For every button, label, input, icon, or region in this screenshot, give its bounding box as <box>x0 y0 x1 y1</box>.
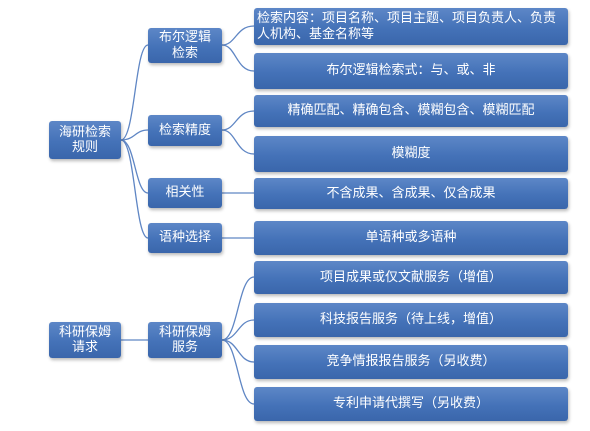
branch-node-search-precision[interactable]: 检索精度 <box>148 115 222 146</box>
branch-node-relevance[interactable]: 相关性 <box>148 178 222 208</box>
connector <box>221 339 255 405</box>
branch-node-research-nanny-service[interactable]: 科研保姆 服务 <box>148 322 222 358</box>
connector <box>221 339 255 363</box>
connector <box>120 44 149 141</box>
leaf-node-fuzziness[interactable]: 模糊度 <box>254 136 568 172</box>
branch-node-language-selection[interactable]: 语种选择 <box>148 223 222 253</box>
leaf-node-competitive-intelligence[interactable]: 竞争情报报告服务（另收费） <box>254 345 568 379</box>
leaf-node-literature-service[interactable]: 项目成果或仅文献服务（增值） <box>254 261 568 294</box>
branch-node-boolean-search[interactable]: 布尔逻辑 检索 <box>148 28 222 63</box>
leaf-node-patent-drafting[interactable]: 专利申请代撰写（另收费） <box>254 387 568 421</box>
connector <box>221 319 255 341</box>
connector <box>221 276 255 341</box>
leaf-node-boolean-expression[interactable]: 布尔逻辑检索式：与、或、非 <box>254 53 568 89</box>
root-node-research-nanny-request[interactable]: 科研保姆 请求 <box>49 322 121 358</box>
root-node-haiyan-search-rules[interactable]: 海研检索 规则 <box>49 121 121 159</box>
leaf-node-tech-report-service[interactable]: 科技报告服务（待上线，增值） <box>254 303 568 337</box>
connector <box>221 25 255 46</box>
leaf-node-match-modes[interactable]: 精确匹配、精确包含、模糊包含、模糊匹配 <box>254 95 568 127</box>
leaf-node-language-mode[interactable]: 单语种或多语种 <box>254 221 568 255</box>
connector <box>221 110 255 131</box>
connector <box>120 129 149 141</box>
leaf-node-search-content[interactable]: 检索内容：项目名称、项目主题、项目负责人、负责人机构、基金名称等 <box>254 8 568 45</box>
connector <box>120 139 149 239</box>
connector <box>221 44 255 72</box>
leaf-node-achievement-inclusion[interactable]: 不含成果、含成果、仅含成果 <box>254 178 568 209</box>
connector <box>221 129 255 155</box>
